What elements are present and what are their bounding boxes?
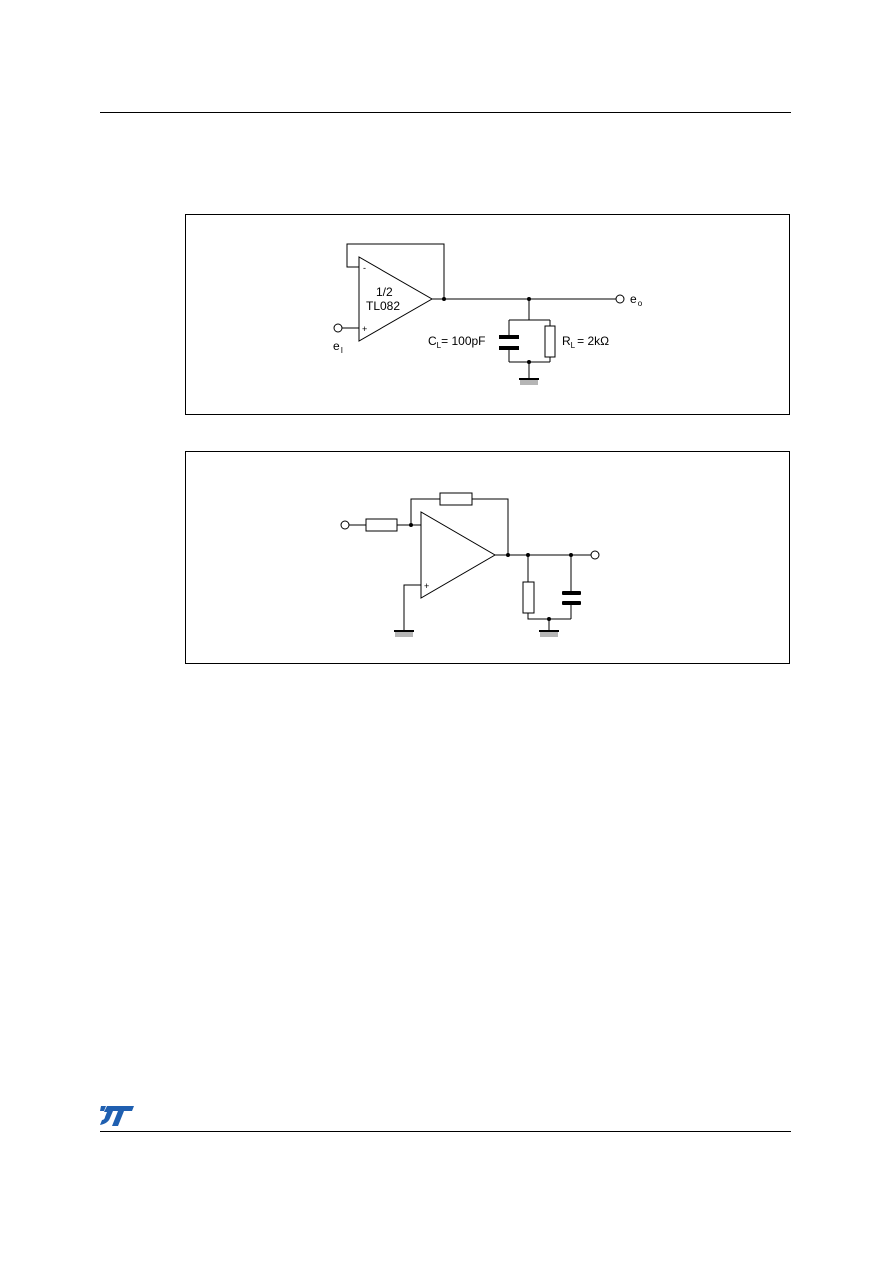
cap-label: CL= 100pF [428,334,486,350]
input-terminal [340,520,350,530]
output-junction-dot [506,553,510,557]
pin-minus-label: - [363,263,366,273]
figure-inverting-amplifier: + [185,451,790,664]
opamp-label-line1: 1/2 [376,285,393,299]
follower-schematic: - + 1/2 TL082 eI eo CL= 100pF RL= 2kΩ [333,243,643,385]
load-junction-dot [527,297,531,301]
load-cap-junction-dot [569,553,573,557]
ground-shading-right [540,632,558,637]
input-resistor-symbol [365,518,398,532]
inverting-schematic: + [340,492,600,637]
ground-shading-left [395,632,413,637]
pin-plus-label: + [362,324,367,334]
opamp-symbol [358,256,434,342]
load-capacitor-plate-top [499,335,519,339]
ground-symbol-left [394,630,414,632]
output-junction-dot [442,297,446,301]
footer-rule [100,1131,791,1132]
st-logo-icon [100,1106,134,1126]
ground-symbol-right [539,630,559,632]
load-resistor-symbol [522,581,535,614]
output-terminal [615,294,625,304]
noninverting-ground-wire [403,584,421,630]
load-capacitor-plate-bottom [562,601,581,605]
input-junction-dot [409,523,413,527]
load-capacitor-plate-bottom [499,346,519,350]
ground-junction-dot [547,617,551,621]
res-label: RL= 2kΩ [562,334,609,350]
opamp-symbol [420,511,496,599]
opamp-label-line2: TL082 [366,299,400,313]
ground-symbol [519,378,539,380]
ground-shading [520,380,538,385]
ground-junction-dot [527,360,531,364]
feedback-wire-left [410,498,440,525]
output-terminal [590,550,600,560]
pin-plus-label: + [424,581,429,591]
header-rule [100,112,791,113]
input-label: eI [333,339,343,355]
load-capacitor-plate-top [562,591,581,595]
input-terminal [333,323,343,333]
feedback-wire [346,243,445,299]
load-resistor-symbol [544,325,556,358]
feedback-wire-right [472,498,509,555]
output-label: eo [630,292,643,308]
figure-voltage-follower: - + 1/2 TL082 eI eo CL= 100pF RL= 2kΩ [185,214,790,415]
feedback-resistor-symbol [439,492,473,506]
load-res-junction-dot [526,553,530,557]
load-bottom-bus [527,613,571,620]
